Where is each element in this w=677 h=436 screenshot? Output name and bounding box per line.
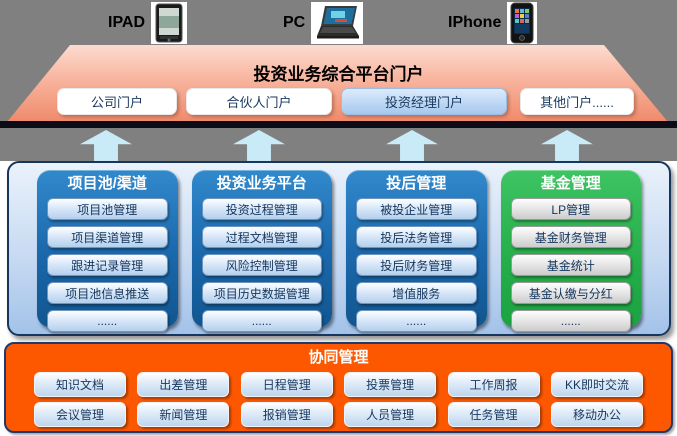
module-item[interactable]: 基金认缴与分红: [510, 282, 631, 304]
collab-button-reimbursement[interactable]: 报销管理: [240, 402, 333, 427]
module-item[interactable]: 投后财务管理: [356, 254, 477, 276]
collaboration-title: 协同管理: [308, 349, 369, 366]
collaboration-row-1: 知识文档 出差管理 日程管理 投票管理 工作周报 KK即时交流: [6, 372, 671, 397]
module-item[interactable]: 项目池信息推送: [47, 282, 168, 304]
device-pc: PC: [283, 0, 364, 46]
module-title: 投资业务平台: [216, 175, 307, 192]
portal-title: 投资业务综合平台门户: [253, 65, 424, 84]
module-item[interactable]: 项目历史数据管理: [201, 282, 322, 304]
collab-button-kk-chat[interactable]: KK即时交流: [550, 372, 643, 397]
module-item-ellipsis: ......: [47, 310, 168, 332]
module-fund-management: 基金管理 LP管理 基金财务管理 基金统计 基金认缴与分红 ......: [500, 170, 641, 332]
collab-button-voting[interactable]: 投票管理: [344, 372, 437, 397]
module-item[interactable]: 基金财务管理: [510, 226, 631, 248]
iphone-icon: [507, 2, 538, 44]
ipad-icon: [151, 2, 188, 44]
collab-button-news[interactable]: 新闻管理: [137, 402, 230, 427]
module-item[interactable]: 风险控制管理: [201, 254, 322, 276]
module-item[interactable]: 增值服务: [356, 282, 477, 304]
collab-button-schedule[interactable]: 日程管理: [240, 372, 333, 397]
module-item[interactable]: 被投企业管理: [356, 198, 477, 220]
module-item[interactable]: 基金统计: [510, 254, 631, 276]
collab-button-mobile-office[interactable]: 移动办公: [550, 402, 643, 427]
banner-base-bar: [0, 121, 677, 128]
collab-button-personnel[interactable]: 人员管理: [344, 402, 437, 427]
portal-button-partner[interactable]: 合伙人门户: [186, 88, 332, 115]
module-post-investment: 投后管理 被投企业管理 投后法务管理 投后财务管理 增值服务 ......: [346, 170, 487, 332]
ipad-label: IPAD: [108, 14, 146, 31]
laptop-icon: [311, 2, 364, 44]
device-ipad: IPAD: [108, 0, 188, 46]
module-investment-business: 投资业务平台 投资过程管理 过程文档管理 风险控制管理 项目历史数据管理 ...…: [191, 170, 332, 332]
pc-label: PC: [283, 14, 306, 31]
collab-button-task[interactable]: 任务管理: [447, 402, 540, 427]
module-item[interactable]: 跟进记录管理: [47, 254, 168, 276]
module-project-pool: 项目池/渠道 项目池管理 项目渠道管理 跟进记录管理 项目池信息推送 .....…: [37, 170, 178, 332]
collaboration-row-2: 会议管理 新闻管理 报销管理 人员管理 任务管理 移动办公: [6, 402, 671, 427]
module-item-ellipsis: ......: [201, 310, 322, 332]
portal-button-company[interactable]: 公司门户: [57, 88, 177, 115]
module-item[interactable]: 投后法务管理: [356, 226, 477, 248]
module-title: 基金管理: [540, 175, 601, 192]
collab-button-business-trip[interactable]: 出差管理: [137, 372, 230, 397]
module-item-ellipsis: ......: [510, 310, 631, 332]
module-item[interactable]: 投资过程管理: [201, 198, 322, 220]
module-item-ellipsis: ......: [356, 310, 477, 332]
device-iphone: IPhone: [448, 0, 538, 46]
module-title: 项目池/渠道: [67, 175, 147, 192]
portal-banner: 投资业务综合平台门户 公司门户 合伙人门户 投资经理门户 其他门户......: [7, 45, 668, 122]
collab-button-weekly-report[interactable]: 工作周报: [447, 372, 540, 397]
module-item[interactable]: LP管理: [510, 198, 631, 220]
platform-panel: 项目池/渠道 项目池管理 项目渠道管理 跟进记录管理 项目池信息推送 .....…: [7, 161, 671, 336]
collaboration-panel: 协同管理 知识文档 出差管理 日程管理 投票管理 工作周报 KK即时交流 会议管…: [4, 342, 673, 433]
portal-button-investment-manager[interactable]: 投资经理门户: [341, 88, 507, 115]
module-item[interactable]: 项目池管理: [47, 198, 168, 220]
collab-button-meeting[interactable]: 会议管理: [34, 402, 126, 427]
collab-button-knowledge-docs[interactable]: 知识文档: [34, 372, 126, 397]
module-item[interactable]: 项目渠道管理: [47, 226, 168, 248]
module-title: 投后管理: [386, 175, 447, 192]
portal-button-other[interactable]: 其他门户......: [520, 88, 634, 115]
module-item[interactable]: 过程文档管理: [201, 226, 322, 248]
iphone-label: IPhone: [448, 14, 502, 31]
